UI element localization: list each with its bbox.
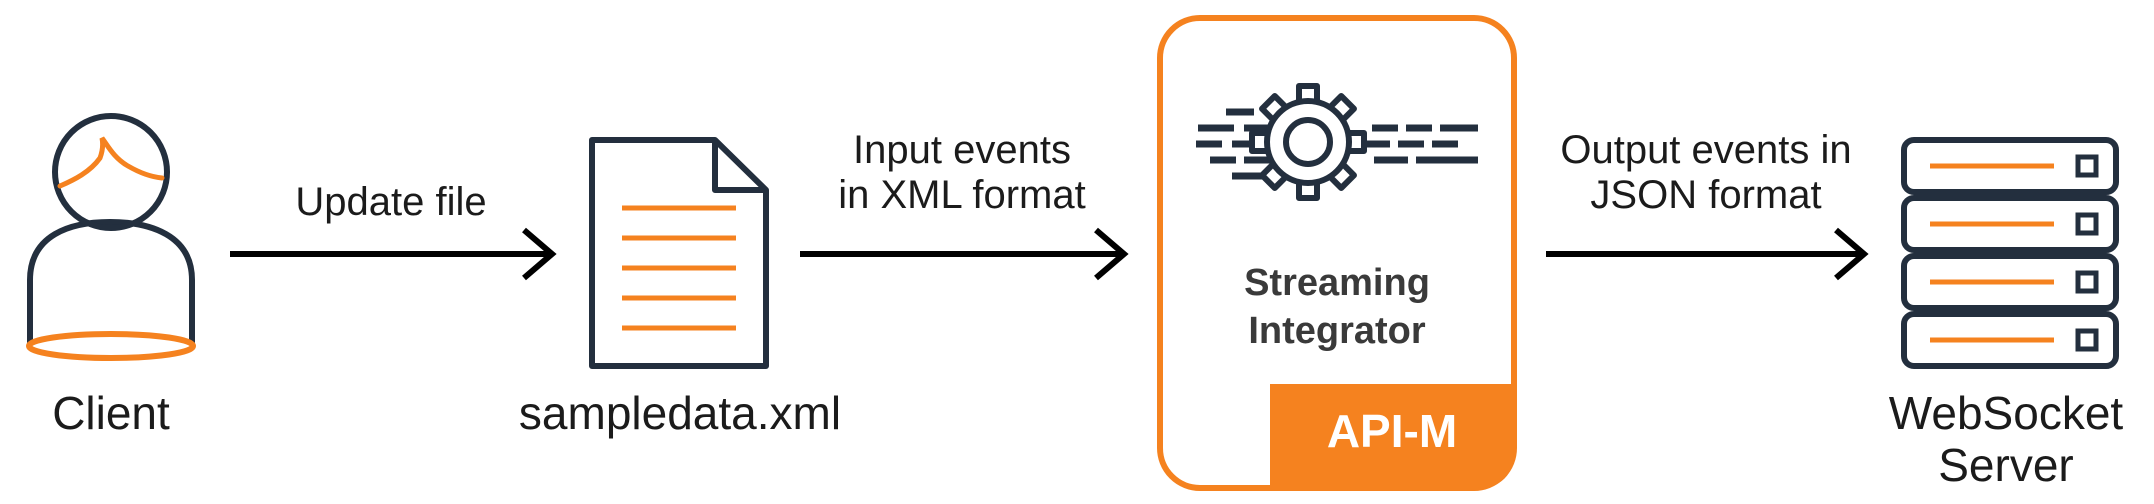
document-icon: [589, 137, 769, 369]
arrow-update-file: [230, 227, 557, 281]
api-m-badge-shape: [1270, 384, 1514, 488]
client-label-text: Client: [52, 387, 170, 439]
edge-label-output-events-line2: JSON format: [1590, 172, 1822, 217]
edge-label-input-events: Input events in XML format: [800, 128, 1124, 218]
client-label: Client: [20, 387, 202, 440]
file-label: sampledata.xml: [470, 387, 890, 440]
api-m-badge-text: API-M: [1326, 405, 1458, 457]
arrow-input-events: [800, 227, 1129, 281]
streaming-integrator-label-line1: Streaming: [1244, 262, 1430, 304]
edge-label-update-file: Update file: [230, 180, 552, 225]
server-label: WebSocket Server: [1870, 387, 2142, 491]
user-icon: [26, 113, 196, 361]
gear-stream-icon: [1196, 83, 1478, 201]
streaming-integrator-box: [1157, 15, 1517, 491]
streaming-integrator-label-line2: Integrator: [1248, 309, 1426, 352]
edge-label-input-events-line1: Input events: [853, 128, 1071, 172]
server-label-line1: WebSocket: [1888, 387, 2124, 439]
edge-label-output-events-line1: Output events in: [1560, 128, 1852, 172]
edge-label-output-events: Output events in JSON format: [1536, 128, 1876, 218]
server-label-line2: Server: [1938, 438, 2074, 491]
edge-label-update-file-line1: Update file: [295, 180, 487, 224]
edge-label-input-events-line2: in XML format: [838, 172, 1086, 217]
api-m-badge: API-M: [1270, 405, 1514, 458]
file-label-text: sampledata.xml: [518, 387, 842, 439]
arrow-output-events: [1546, 227, 1869, 281]
streaming-integrator-label: Streaming Integrator: [1160, 260, 1514, 355]
server-rack-icon: [1901, 137, 2119, 369]
